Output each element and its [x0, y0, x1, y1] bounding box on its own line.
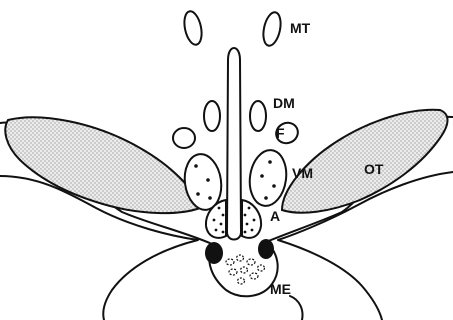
third-ventricle	[227, 48, 241, 240]
section-inner-fold-right	[290, 296, 303, 320]
dorsomedial-nucleus-left	[204, 101, 220, 131]
portal-vessel-right	[258, 239, 274, 259]
mammillothalamic-tract-left	[182, 10, 205, 47]
label-f: F	[276, 125, 285, 141]
portal-vessel-left	[205, 242, 223, 264]
label-a: A	[270, 208, 280, 224]
label-dm: DM	[273, 95, 295, 111]
fornix-left	[173, 128, 195, 148]
label-mt: MT	[290, 20, 311, 36]
optic-tract-left	[5, 117, 200, 213]
label-vm: VM	[292, 165, 313, 181]
dorsomedial-nucleus-right	[250, 101, 266, 131]
median-eminence-capillaries	[226, 255, 265, 284]
label-ot: OT	[364, 161, 384, 177]
label-me: ME	[270, 281, 291, 297]
mammillothalamic-tract-right	[261, 11, 284, 48]
